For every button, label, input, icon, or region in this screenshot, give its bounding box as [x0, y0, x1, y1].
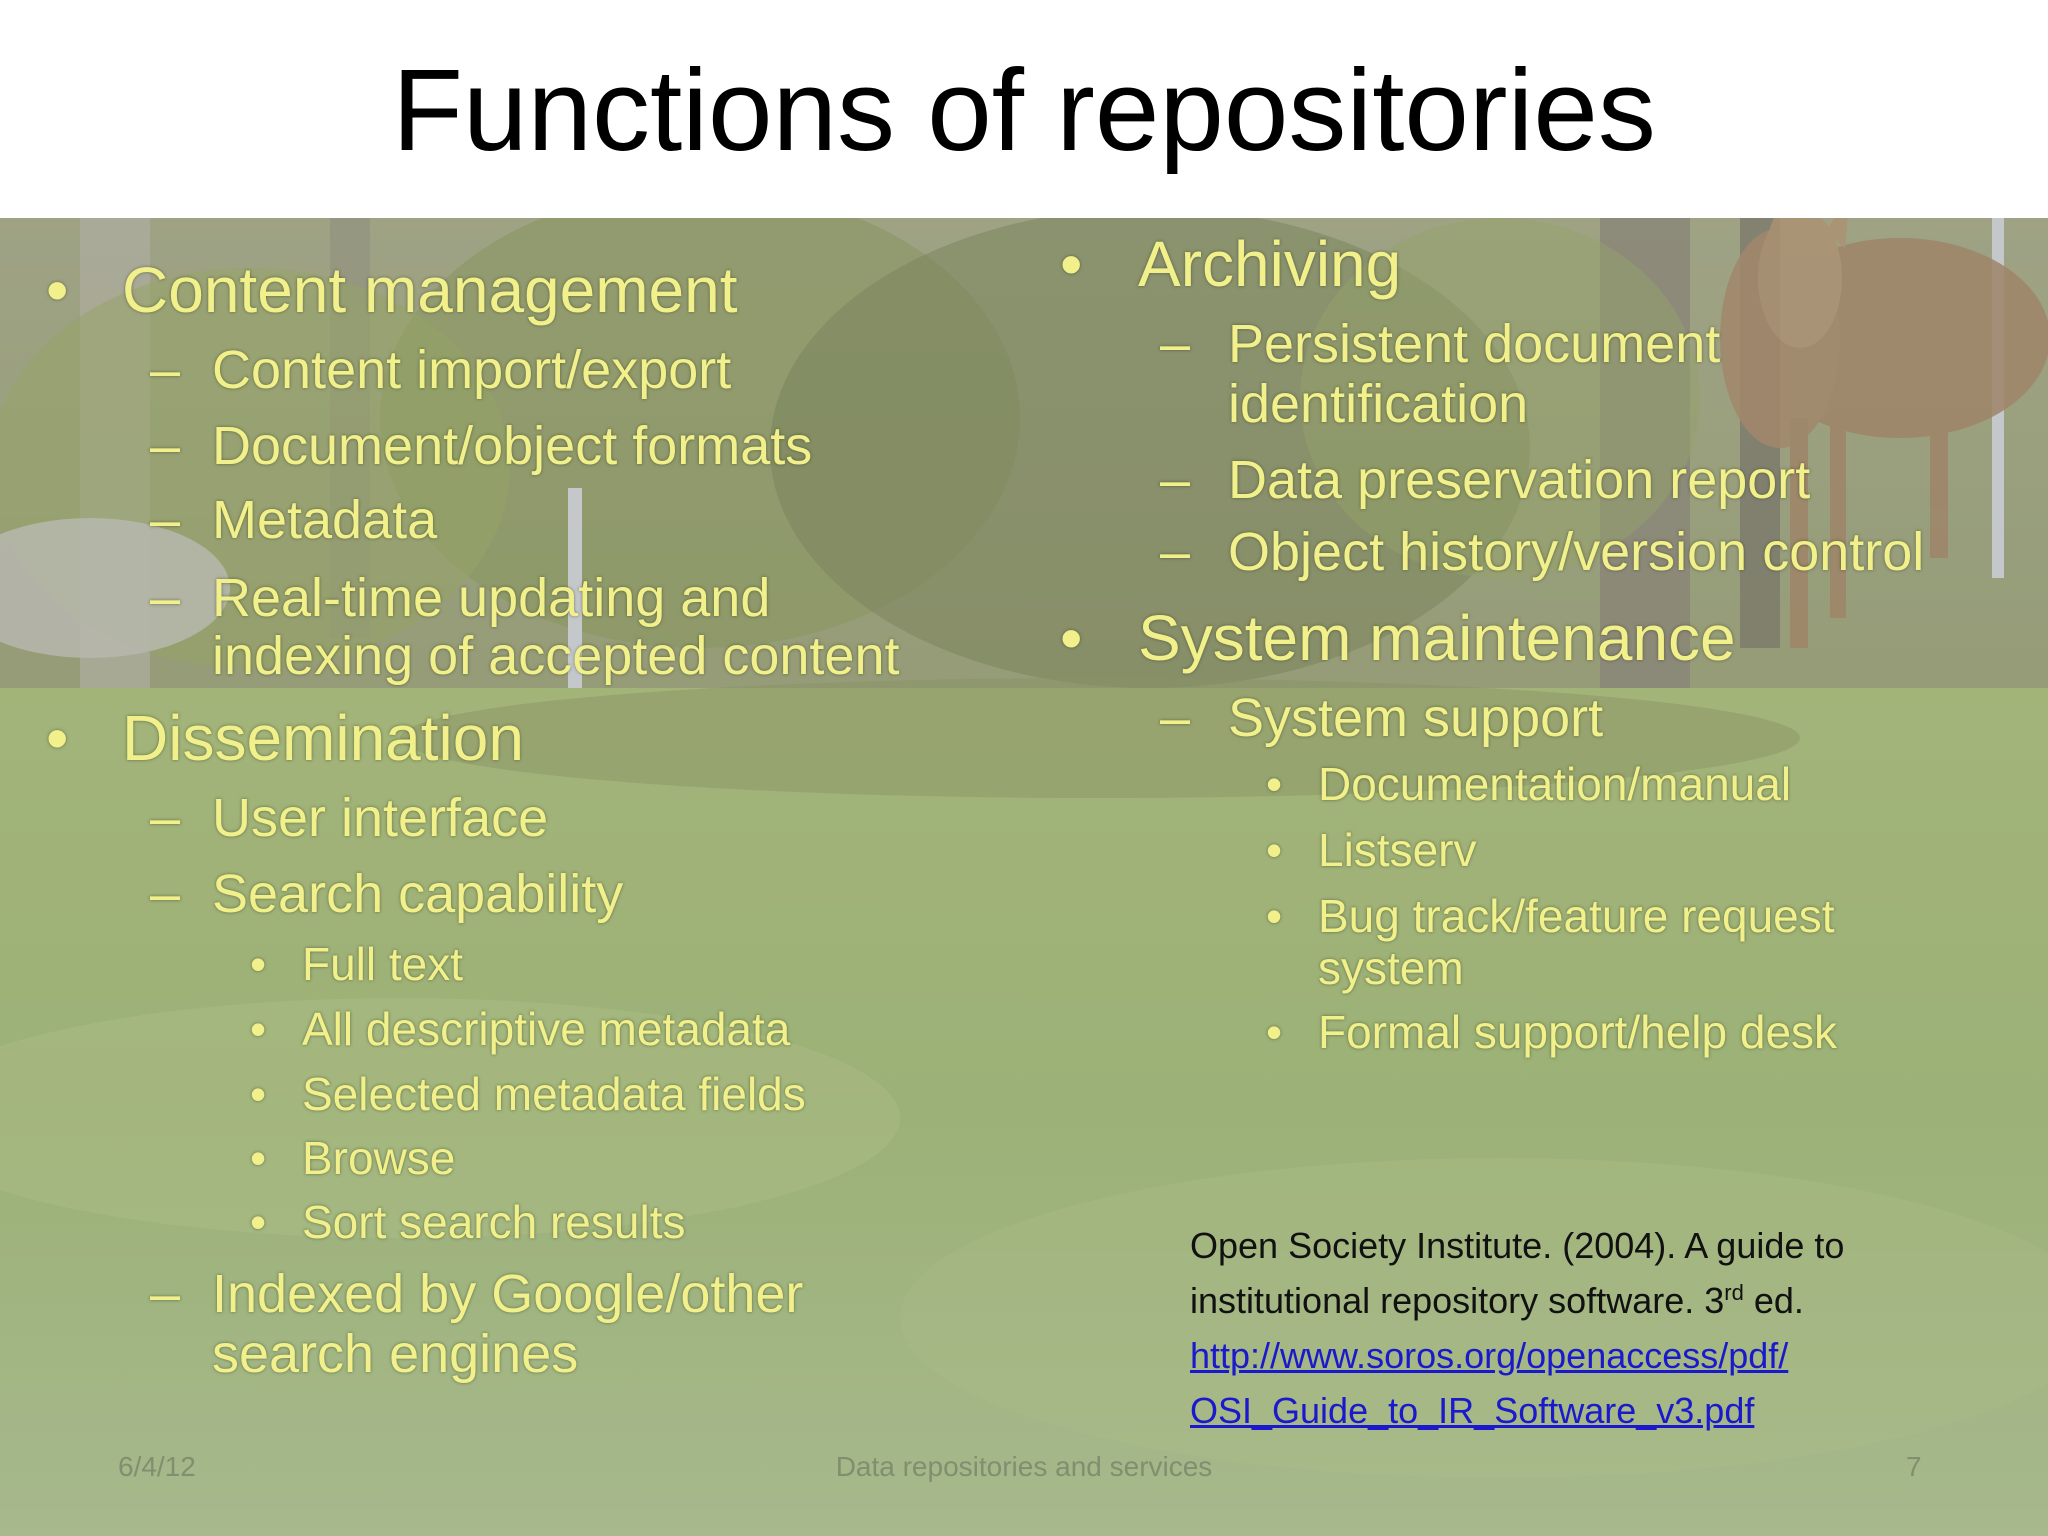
support-item-formal-support: Formal support/help desk: [1318, 1006, 1838, 1058]
dash-marker: –: [1160, 688, 1191, 748]
bullet-dot: •: [250, 938, 267, 990]
dash-marker: –: [150, 864, 181, 924]
citation: Open Society Institute. (2004). A guide …: [1190, 1218, 1970, 1438]
footer-title: Data repositories and services: [835, 1451, 1213, 1482]
bullet-dot: •: [1266, 824, 1283, 876]
bullet-dot: •: [1060, 602, 1083, 674]
dash-marker: –: [1160, 450, 1191, 510]
citation-link[interactable]: http://www.soros.org/openaccess/pdf/OSI_…: [1190, 1328, 1970, 1438]
bullet-dot: •: [46, 254, 69, 326]
citation-link-line-2: OSI_Guide_to_IR_Software_v3.pdf: [1190, 1390, 1755, 1431]
footer-page-number: 7: [1906, 1451, 1922, 1482]
bullet-dot: •: [250, 1132, 267, 1184]
bullet-dot: •: [250, 1196, 267, 1248]
item-real-time-updating: Real-time updating and: [212, 568, 771, 628]
heading-content-management: Content management: [122, 254, 738, 326]
bullet-dot: •: [1266, 890, 1283, 942]
search-item-selected-fields: Selected metadata fields: [302, 1068, 806, 1120]
search-item-full-text: Full text: [302, 938, 464, 990]
heading-archiving: Archiving: [1138, 228, 1402, 300]
search-item-browse: Browse: [302, 1132, 456, 1184]
bullet-dot: •: [1266, 1006, 1283, 1058]
footer-date: 6/4/12: [118, 1451, 196, 1482]
dash-marker: –: [1160, 522, 1191, 582]
bullet-dot: •: [250, 1003, 267, 1055]
citation-line-2: institutional repository software. 3rd e…: [1190, 1273, 1970, 1328]
bullet-dot: •: [1060, 228, 1083, 300]
citation-line-2-text: institutional repository software. 3: [1190, 1280, 1725, 1321]
dash-marker: –: [1160, 314, 1191, 374]
item-indexed-by-google-cont: search engines: [212, 1324, 579, 1384]
search-item-descriptive-metadata: All descriptive metadata: [302, 1003, 791, 1055]
support-item-listserv: Listserv: [1318, 824, 1477, 876]
background-photo: [0, 218, 2048, 1536]
dash-marker: –: [150, 490, 181, 550]
dash-marker: –: [150, 416, 181, 476]
item-content-import-export: Content import/export: [212, 340, 732, 400]
item-search-capability: Search capability: [212, 864, 624, 924]
item-user-interface: User interface: [212, 788, 549, 848]
dash-marker: –: [150, 568, 181, 628]
item-document-formats: Document/object formats: [212, 416, 813, 476]
heading-dissemination: Dissemination: [122, 702, 524, 774]
citation-link-line-1: http://www.soros.org/openaccess/pdf/: [1190, 1335, 1789, 1376]
item-data-preservation: Data preservation report: [1228, 450, 1811, 510]
item-real-time-updating-cont: indexing of accepted content: [212, 626, 900, 686]
item-indexed-by-google: Indexed by Google/other: [212, 1264, 804, 1324]
search-item-sort-results: Sort search results: [302, 1196, 686, 1248]
support-item-documentation: Documentation/manual: [1318, 758, 1792, 810]
heading-system-maintenance: System maintenance: [1138, 602, 1736, 674]
deer-silhouette: [1720, 218, 2048, 648]
slide-title: Functions of repositories: [392, 45, 1656, 175]
bullet-dot: •: [1266, 758, 1283, 810]
dash-marker: –: [150, 788, 181, 848]
item-persistent-document-cont: identification: [1228, 374, 1529, 434]
dash-marker: –: [150, 1264, 181, 1324]
support-item-bug-track: Bug track/feature request: [1318, 890, 1835, 942]
item-system-support: System support: [1228, 688, 1604, 748]
deer-in-yard-photo: [0, 218, 2048, 1536]
citation-line-2-end: ed.: [1743, 1280, 1804, 1321]
support-item-bug-track-cont: system: [1318, 942, 1464, 994]
bullet-dot: •: [250, 1068, 267, 1120]
item-persistent-document: Persistent document: [1228, 314, 1721, 374]
bullet-dot: •: [46, 702, 69, 774]
dash-marker: –: [150, 340, 181, 400]
item-object-history: Object history/version control: [1228, 522, 1925, 582]
citation-line-1: Open Society Institute. (2004). A guide …: [1190, 1225, 1845, 1266]
citation-superscript: rd: [1724, 1280, 1744, 1305]
item-metadata: Metadata: [212, 490, 438, 550]
